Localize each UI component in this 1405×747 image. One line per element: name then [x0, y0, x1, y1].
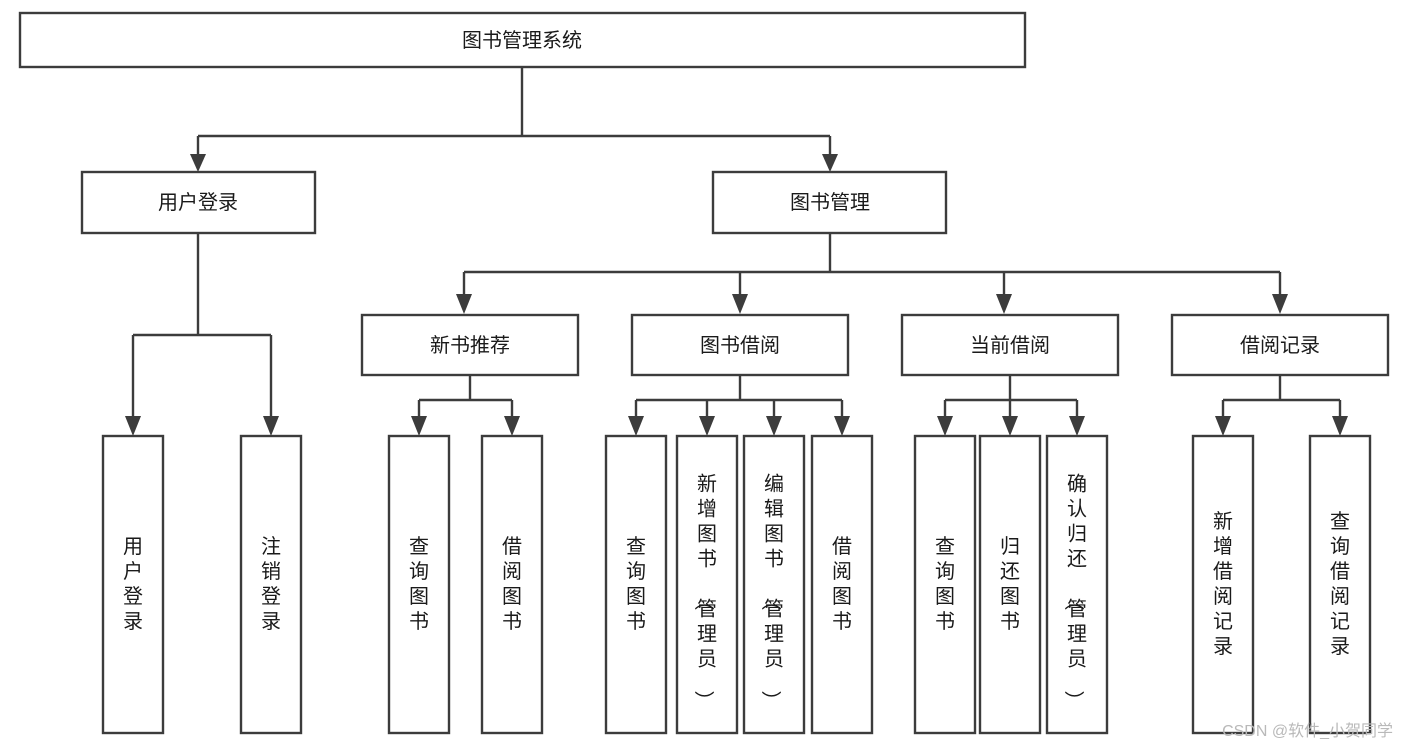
arrow-book-manage — [822, 154, 838, 172]
node-leaf-user-login-label: 用户登录 — [123, 536, 143, 633]
node-leaf-return-book-box[interactable] — [978, 434, 1042, 735]
arrow-leaf-query-borrow-record — [1332, 416, 1348, 436]
node-leaf-query-borrow-record[interactable]: 查询借阅记录 — [1308, 434, 1372, 735]
node-leaf-borrow-book-1-box[interactable] — [480, 434, 544, 735]
node-root-box[interactable] — [18, 11, 1027, 69]
node-user-login-label: 用户登录 — [158, 191, 238, 214]
node-borrow-record[interactable]: 借阅记录 — [1170, 313, 1390, 377]
arrow-leaf-query-book-2 — [628, 416, 644, 436]
arrow-leaf-query-book-3 — [937, 416, 953, 436]
node-leaf-query-borrow-record-label: 查询借阅记录 — [1330, 510, 1350, 658]
node-leaf-borrow-book-2[interactable]: 借阅图书 — [810, 434, 874, 735]
node-book-borrow[interactable]: 图书借阅 — [630, 313, 850, 377]
node-book-manage-label: 图书管理 — [790, 191, 870, 214]
node-user-login[interactable]: 用户登录 — [80, 170, 317, 235]
arrow-book-borrow — [732, 294, 748, 314]
arrow-borrow-record — [1272, 294, 1288, 314]
node-leaf-query-book-2-label: 查询图书 — [626, 535, 646, 633]
arrow-new-book-recommend — [456, 294, 472, 314]
arrow-leaf-borrow-book-1 — [504, 416, 520, 436]
node-leaf-user-login[interactable]: 用户登录 — [101, 434, 165, 735]
node-leaf-query-book-1-label: 查询图书 — [409, 535, 429, 633]
arrow-leaf-user-login — [125, 416, 141, 436]
arrow-leaf-query-book-1 — [411, 416, 427, 436]
node-leaf-query-borrow-record-box[interactable] — [1308, 434, 1372, 735]
arrow-leaf-add-book — [699, 416, 715, 436]
node-new-book-recommend-box[interactable] — [360, 313, 580, 377]
node-leaf-confirm-return-box[interactable] — [1045, 434, 1109, 735]
node-leaf-return-book[interactable]: 归还图书 — [978, 434, 1042, 735]
node-leaf-add-borrow-record[interactable]: 新增借阅记录 — [1191, 434, 1255, 735]
node-borrow-record-label: 借阅记录 — [1240, 334, 1320, 357]
arrow-leaf-logout-login — [263, 416, 279, 436]
node-leaf-query-book-1[interactable]: 查询图书 — [387, 434, 451, 735]
node-leaf-add-book-box[interactable] — [675, 434, 739, 735]
node-leaf-borrow-book-1-label: 借阅图书 — [502, 535, 522, 633]
node-leaf-edit-book-label: 编辑图书（管理员） — [759, 473, 784, 711]
node-book-borrow-box[interactable] — [630, 313, 850, 377]
node-leaf-query-book-1-box[interactable] — [387, 434, 451, 735]
node-leaf-logout-login-box[interactable] — [239, 434, 303, 735]
node-leaf-add-borrow-record-box[interactable] — [1191, 434, 1255, 735]
node-new-book-recommend[interactable]: 新书推荐 — [360, 313, 580, 377]
node-new-book-recommend-label: 新书推荐 — [430, 334, 510, 357]
arrow-leaf-borrow-book-2 — [834, 416, 850, 436]
node-root-label: 图书管理系统 — [462, 29, 582, 52]
node-root[interactable]: 图书管理系统 — [18, 11, 1027, 69]
node-leaf-add-borrow-record-label: 新增借阅记录 — [1213, 510, 1233, 658]
node-leaf-borrow-book-2-label: 借阅图书 — [832, 535, 852, 633]
node-book-borrow-label: 图书借阅 — [700, 334, 780, 357]
arrow-user-login — [190, 154, 206, 172]
node-leaf-borrow-book-2-box[interactable] — [810, 434, 874, 735]
node-leaf-query-book-2[interactable]: 查询图书 — [604, 434, 668, 735]
node-leaf-query-book-3-box[interactable] — [913, 434, 977, 735]
node-leaf-query-book-3[interactable]: 查询图书 — [913, 434, 977, 735]
node-leaf-add-book-label: 新增图书（管理员） — [692, 473, 717, 711]
node-user-login-box[interactable] — [80, 170, 317, 235]
node-book-manage-box[interactable] — [711, 170, 948, 235]
node-current-borrow-label: 当前借阅 — [970, 334, 1050, 357]
arrow-leaf-edit-book — [766, 416, 782, 436]
arrow-leaf-return-book — [1002, 416, 1018, 436]
arrow-leaf-add-borrow-record — [1215, 416, 1231, 436]
arrow-current-borrow — [996, 294, 1012, 314]
node-leaf-return-book-label: 归还图书 — [1000, 535, 1020, 633]
node-leaf-logout-login[interactable]: 注销登录 — [239, 434, 303, 735]
node-leaf-confirm-return[interactable]: 确认归还（管理员） — [1045, 434, 1109, 735]
node-current-borrow-box[interactable] — [900, 313, 1120, 377]
node-leaf-logout-login-label: 注销登录 — [261, 535, 281, 633]
node-leaf-borrow-book-1[interactable]: 借阅图书 — [480, 434, 544, 735]
connector-layer — [125, 67, 1348, 436]
node-book-manage[interactable]: 图书管理 — [711, 170, 948, 235]
node-leaf-edit-book-box[interactable] — [742, 434, 806, 735]
node-leaf-add-book[interactable]: 新增图书（管理员） — [675, 434, 739, 735]
node-leaf-user-login-box[interactable] — [101, 434, 165, 735]
arrow-leaf-confirm-return — [1069, 416, 1085, 436]
node-leaf-query-book-3-label: 查询图书 — [935, 535, 955, 633]
node-leaf-confirm-return-label: 确认归还（管理员） — [1062, 473, 1087, 711]
node-current-borrow[interactable]: 当前借阅 — [900, 313, 1120, 377]
node-leaf-query-book-2-box[interactable] — [604, 434, 668, 735]
node-borrow-record-box[interactable] — [1170, 313, 1390, 377]
node-leaf-edit-book[interactable]: 编辑图书（管理员） — [742, 434, 806, 735]
